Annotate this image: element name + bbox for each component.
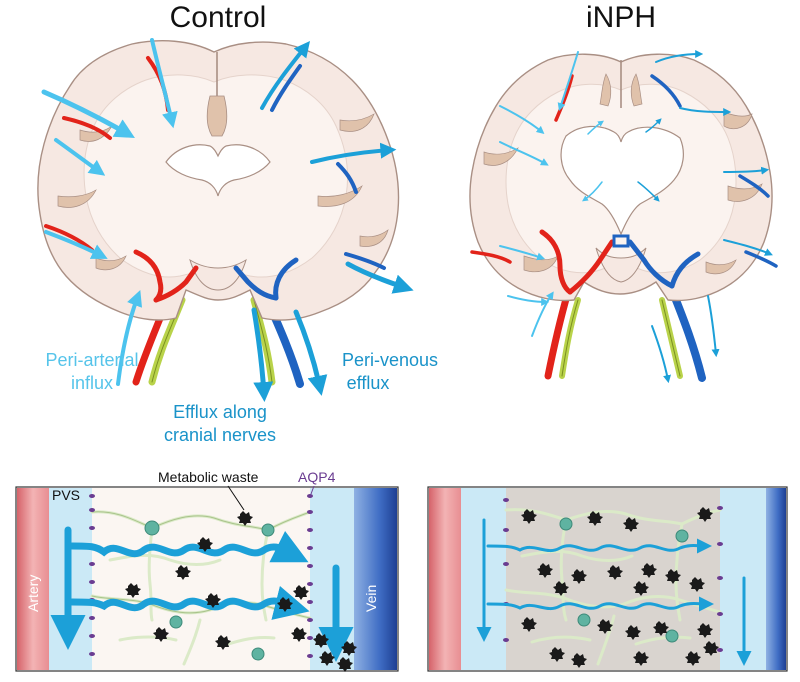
aqp4-label: AQP4 bbox=[298, 469, 336, 485]
peri-venous-label-line1: Peri-venous bbox=[342, 350, 438, 370]
inph-brain bbox=[469, 50, 778, 384]
inph-parenchyma bbox=[506, 488, 720, 670]
inph-cranial-nerves bbox=[559, 297, 683, 379]
control-sulci bbox=[57, 113, 389, 271]
inph-surface-veins bbox=[612, 74, 778, 289]
metabolic-waste-leader bbox=[227, 485, 245, 511]
aqp4-leader bbox=[310, 485, 315, 495]
control-fissure-tan bbox=[206, 95, 228, 137]
peri-arterial-label-line1: Peri-arterial bbox=[45, 350, 138, 370]
control-artery-band bbox=[17, 488, 49, 670]
control-metabolic-waste bbox=[125, 511, 357, 672]
inph-astrocyte-cells bbox=[559, 517, 689, 643]
inph-basal-region bbox=[595, 247, 647, 283]
inph-aqp4-right bbox=[717, 506, 723, 652]
efflux-nerves-label-line2: cranial nerves bbox=[164, 425, 276, 445]
control-brain bbox=[37, 38, 414, 402]
inph-sulci bbox=[483, 73, 763, 275]
control-ventricle bbox=[165, 144, 271, 197]
efflux-nerves-label-line1: Efflux along bbox=[173, 402, 267, 422]
control-basal-region bbox=[189, 258, 247, 291]
peri-venous-label-line2: efflux bbox=[347, 373, 390, 393]
peri-arterial-label-line2: influx bbox=[71, 373, 113, 393]
inph-efflux-arrows bbox=[637, 50, 773, 384]
control-influx-arrows bbox=[41, 38, 178, 386]
control-flow-arrows bbox=[50, 526, 354, 662]
inph-title: iNPH bbox=[586, 1, 656, 34]
inph-influx-arrows bbox=[499, 51, 604, 337]
control-efflux-arrows bbox=[251, 41, 414, 402]
inph-ventricle bbox=[560, 125, 684, 236]
control-panel: PVS Metabolic waste AQP4 Artery Vein bbox=[15, 469, 399, 672]
control-surface-veins bbox=[233, 64, 386, 301]
metabolic-waste-label: Metabolic waste bbox=[158, 469, 259, 485]
control-vein-band bbox=[354, 488, 397, 670]
inph-flow-arrows bbox=[476, 518, 752, 666]
control-title: Control bbox=[170, 1, 267, 34]
vein-label: Vein bbox=[363, 585, 379, 612]
inph-metabolic-waste bbox=[521, 507, 719, 668]
inph-panel bbox=[427, 486, 788, 672]
inph-vein-band bbox=[766, 488, 786, 670]
control-astrocyte-cells bbox=[144, 520, 275, 661]
pvs-label: PVS bbox=[52, 487, 80, 503]
artery-label: Artery bbox=[25, 575, 41, 612]
inph-surface-arteries bbox=[470, 74, 615, 295]
inph-artery-band bbox=[429, 488, 461, 670]
